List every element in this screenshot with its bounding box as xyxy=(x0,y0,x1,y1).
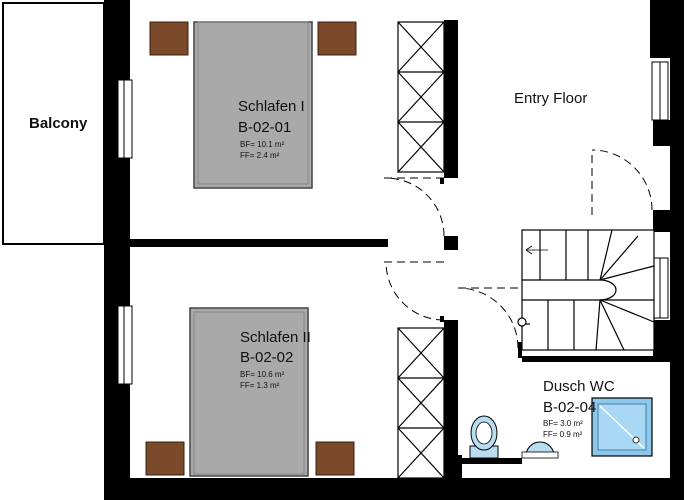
toilet-icon xyxy=(469,415,499,459)
nightstand-icon xyxy=(149,21,189,56)
bedroom1-name: Schlafen I xyxy=(238,98,305,115)
wardrobe-icon xyxy=(397,21,445,173)
walls xyxy=(104,0,684,500)
door-leaf xyxy=(440,178,444,184)
balcony-area xyxy=(2,2,105,245)
window-icon xyxy=(117,61,669,385)
wall-bedroom-divider xyxy=(124,239,388,247)
bedroom2-ff: FF= 1.3 m² xyxy=(240,381,280,390)
nightstand-icon xyxy=(145,441,185,476)
wardrobe-icon xyxy=(397,327,445,479)
sink-icon xyxy=(521,441,559,459)
wall-right-mid xyxy=(653,120,670,146)
bathroom-name: Dusch WC xyxy=(543,378,615,395)
door-leaf xyxy=(440,316,444,322)
bathroom-bf: BF= 3.0 m² xyxy=(543,419,583,428)
nightstand-icon xyxy=(315,441,355,476)
wall-right xyxy=(670,0,684,500)
wall-bedroom2-right-lower xyxy=(444,320,458,480)
bedroom1-bf: BF= 10.1 m² xyxy=(240,140,285,149)
entry-floor-label: Entry Floor xyxy=(514,90,588,107)
bathroom-ff: FF= 0.9 m² xyxy=(543,430,583,439)
wall-top-corner xyxy=(650,0,684,58)
bed-icon xyxy=(193,21,313,189)
wall-bedroom1-right-upper xyxy=(444,20,458,178)
wall-bath-bottom xyxy=(462,458,522,464)
wall-bath-left xyxy=(458,455,462,480)
nightstand-icon xyxy=(317,21,357,56)
wall-bedroom-divider-stub xyxy=(444,236,458,250)
bedroom2-bf: BF= 10.6 m² xyxy=(240,370,285,379)
bed-icon xyxy=(189,307,309,477)
staircase-icon xyxy=(517,229,655,351)
shower-icon xyxy=(591,397,653,457)
wall-right-lower xyxy=(653,320,670,356)
bedroom1-code: B-02-01 xyxy=(238,119,292,136)
bedroom2-code: B-02-02 xyxy=(240,349,294,366)
bed-pillow xyxy=(197,21,309,185)
bed-pillow xyxy=(193,311,305,475)
bedroom2-name: Schlafen II xyxy=(240,329,311,346)
balcony-label: Balcony xyxy=(29,115,88,132)
wall-right-upper xyxy=(653,210,670,232)
wall-stair-left xyxy=(518,342,522,358)
bathroom-code: B-02-04 xyxy=(543,399,597,416)
wall-bath-top xyxy=(522,356,670,362)
wall-left xyxy=(104,0,130,500)
door-swing-icon xyxy=(380,149,653,349)
bedroom1-ff: FF= 2.4 m² xyxy=(240,151,280,160)
wall-bottom xyxy=(104,478,684,500)
